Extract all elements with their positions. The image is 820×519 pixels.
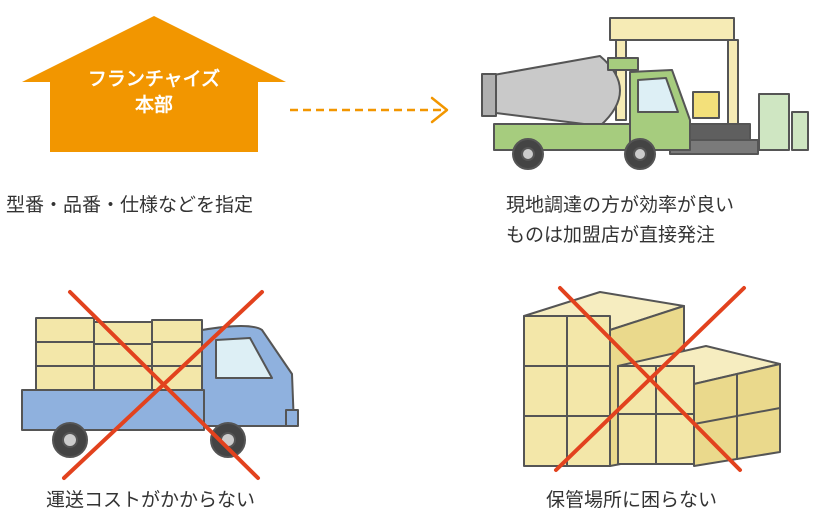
headquarters-label: フランチャイズ 本部 bbox=[48, 66, 260, 118]
caption-specify: 型番・品番・仕様などを指定 bbox=[6, 194, 254, 216]
headquarters-label-line2: 本部 bbox=[134, 94, 173, 116]
caption-local-procurement: 現地調達の方が効率が良い ものは加盟店が直接発注 bbox=[506, 190, 734, 250]
caption-no-storage-issue: 保管場所に困らない bbox=[546, 489, 718, 511]
prohibited-cross-icon bbox=[554, 286, 746, 472]
prohibited-cross-icon bbox=[62, 290, 264, 480]
dashed-arrow-icon bbox=[290, 96, 449, 124]
caption-local-line2: ものは加盟店が直接発注 bbox=[506, 224, 716, 246]
caption-no-transport-cost: 運送コストがかからない bbox=[46, 489, 256, 511]
caption-local-line1: 現地調達の方が効率が良い bbox=[506, 194, 735, 216]
headquarters-label-line1: フランチャイズ bbox=[87, 68, 221, 90]
